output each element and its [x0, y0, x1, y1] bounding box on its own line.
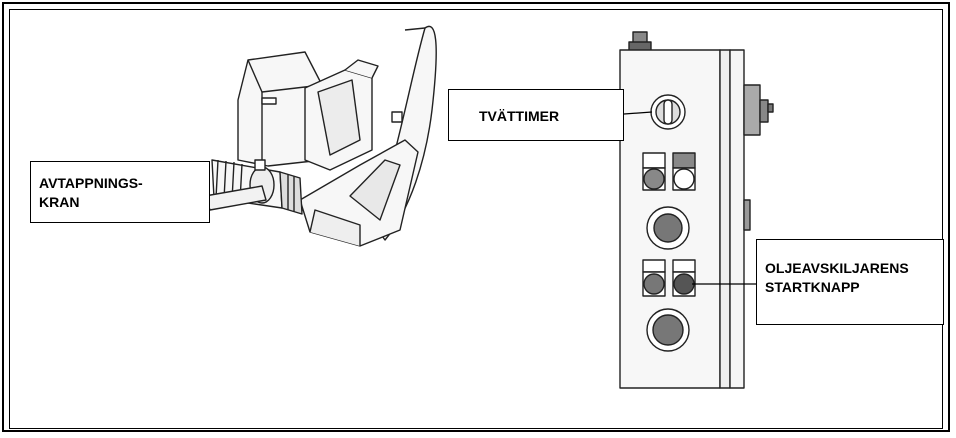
leader-lines: [623, 111, 756, 285]
oil-separator-start-button: [673, 273, 695, 295]
timer-leader: [623, 111, 653, 115]
drain-valve-label-line1: AVTAPPNINGS-: [39, 175, 143, 191]
oil-separator-label-line1: OLJEAVSKILJARENS: [765, 260, 909, 276]
drain-valve-label-line2: KRAN: [39, 194, 80, 210]
drain-valve-assembly: [204, 25, 437, 247]
oil-separator-start-callout: OLJEAVSKILJARENS STARTKNAPP: [756, 239, 944, 325]
inner-frame: [9, 9, 943, 429]
wash-timer-callout: TVÄTTIMER: [448, 89, 624, 141]
wash-timer-label: TVÄTTIMER: [479, 108, 560, 124]
outer-frame: [2, 2, 950, 432]
panel-side: [719, 49, 731, 389]
control-panel: [619, 31, 774, 389]
oil-separator-label-line2: STARTKNAPP: [765, 279, 860, 295]
drain-valve-callout: AVTAPPNINGS- KRAN: [30, 161, 210, 223]
